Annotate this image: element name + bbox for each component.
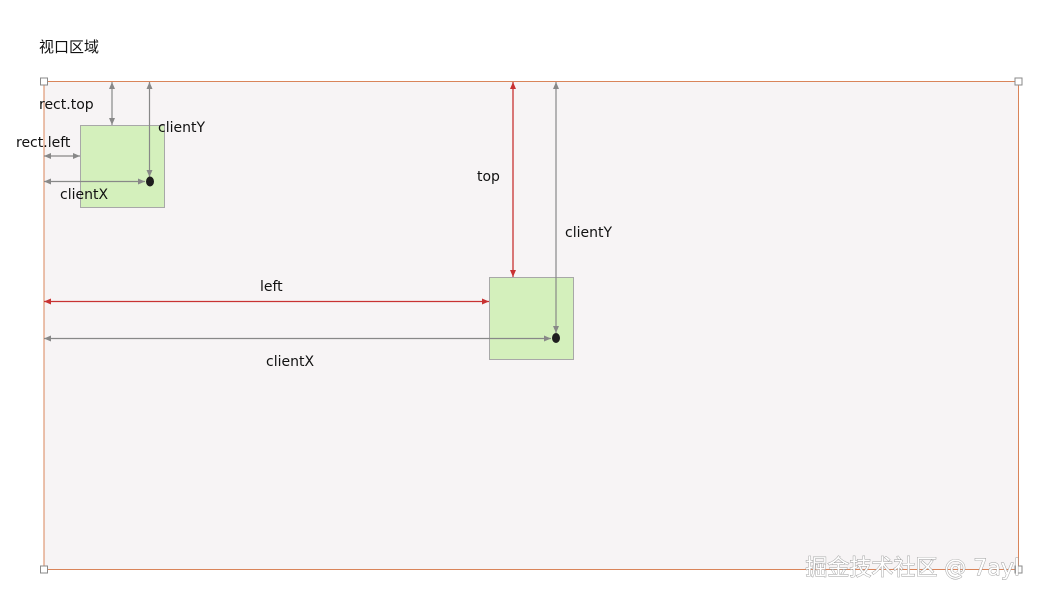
- rect-top-label: rect.top: [39, 97, 94, 113]
- small-client-y-label: clientY: [158, 120, 205, 136]
- handle-bottom-right[interactable]: [1014, 565, 1023, 574]
- small-client-x-label: clientX: [60, 187, 108, 203]
- watermark-text: 掘金技术社区 @ 7ayl: [805, 556, 1020, 581]
- large-pointer-dot: [552, 333, 560, 343]
- top-label: top: [477, 169, 500, 185]
- viewport-title: 视口区域: [39, 38, 99, 56]
- handle-bottom-left[interactable]: [40, 565, 48, 574]
- handle-top-left[interactable]: [40, 77, 48, 86]
- rect-left-label: rect.left: [16, 135, 71, 151]
- large-client-x-label: clientX: [266, 354, 314, 370]
- small-pointer-dot: [146, 176, 154, 187]
- handle-top-right[interactable]: [1014, 77, 1023, 86]
- left-label: left: [260, 279, 283, 295]
- large-element-box: [489, 277, 574, 360]
- large-client-y-label: clientY: [565, 225, 612, 241]
